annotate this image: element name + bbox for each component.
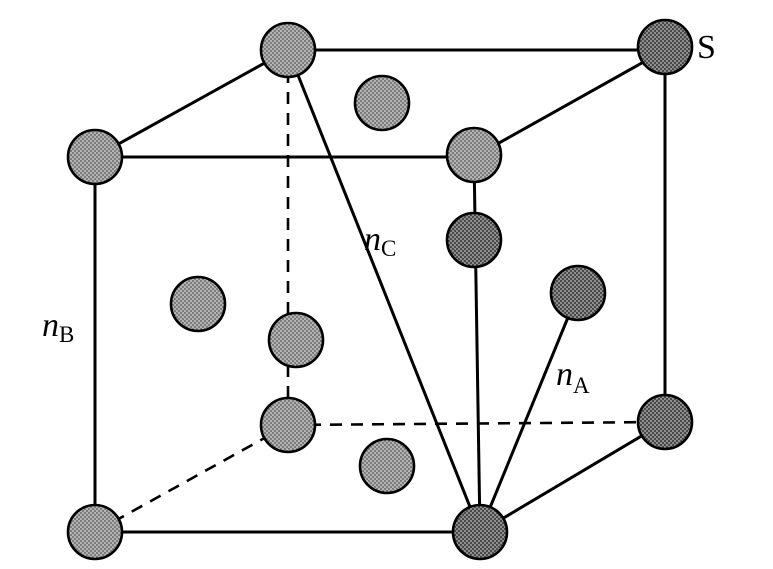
atom-left-face-center — [169, 275, 227, 333]
atom-front-top-left — [66, 128, 124, 186]
atoms — [66, 18, 694, 561]
lattice-edges — [93, 48, 667, 534]
label-s: S — [697, 29, 716, 66]
edge-nC — [286, 49, 482, 533]
label-nA-main: n — [556, 356, 573, 393]
edge-bottom-right-diagonal — [479, 420, 666, 534]
atom-top-face-center — [353, 74, 411, 132]
atom-right-face-center — [549, 264, 607, 322]
hidden-edges — [94, 50, 666, 534]
atom-back-top-left — [259, 21, 317, 79]
atom-front-bottom-right — [451, 503, 509, 561]
label-nC-main: n — [364, 221, 381, 258]
atom-back-bottom-left — [259, 396, 317, 454]
atom-back-top-right-S — [636, 18, 694, 76]
label-nB: nB — [42, 307, 74, 347]
label-nC: nC — [364, 221, 396, 261]
atom-back-bottom-right — [636, 393, 694, 451]
edge-bottom-left-diagonal-hidden — [94, 423, 289, 534]
atom-back-face-center — [267, 311, 325, 369]
label-nC-sub: C — [381, 236, 396, 261]
label-nA-sub: A — [573, 373, 590, 398]
atom-bottom-face-center — [358, 437, 416, 495]
atom-inner-upper — [445, 211, 503, 269]
label-nA: nA — [556, 356, 590, 398]
atom-front-bottom-left — [66, 503, 124, 561]
label-nB-main: n — [42, 307, 59, 344]
edge-top-right-diagonal — [473, 48, 666, 159]
label-nB-sub: B — [59, 322, 74, 347]
edge-back-bottom-hidden — [287, 420, 666, 427]
edge-nA — [478, 292, 580, 533]
atom-front-top-right — [445, 126, 503, 184]
edge-top-left-diagonal — [94, 48, 289, 159]
